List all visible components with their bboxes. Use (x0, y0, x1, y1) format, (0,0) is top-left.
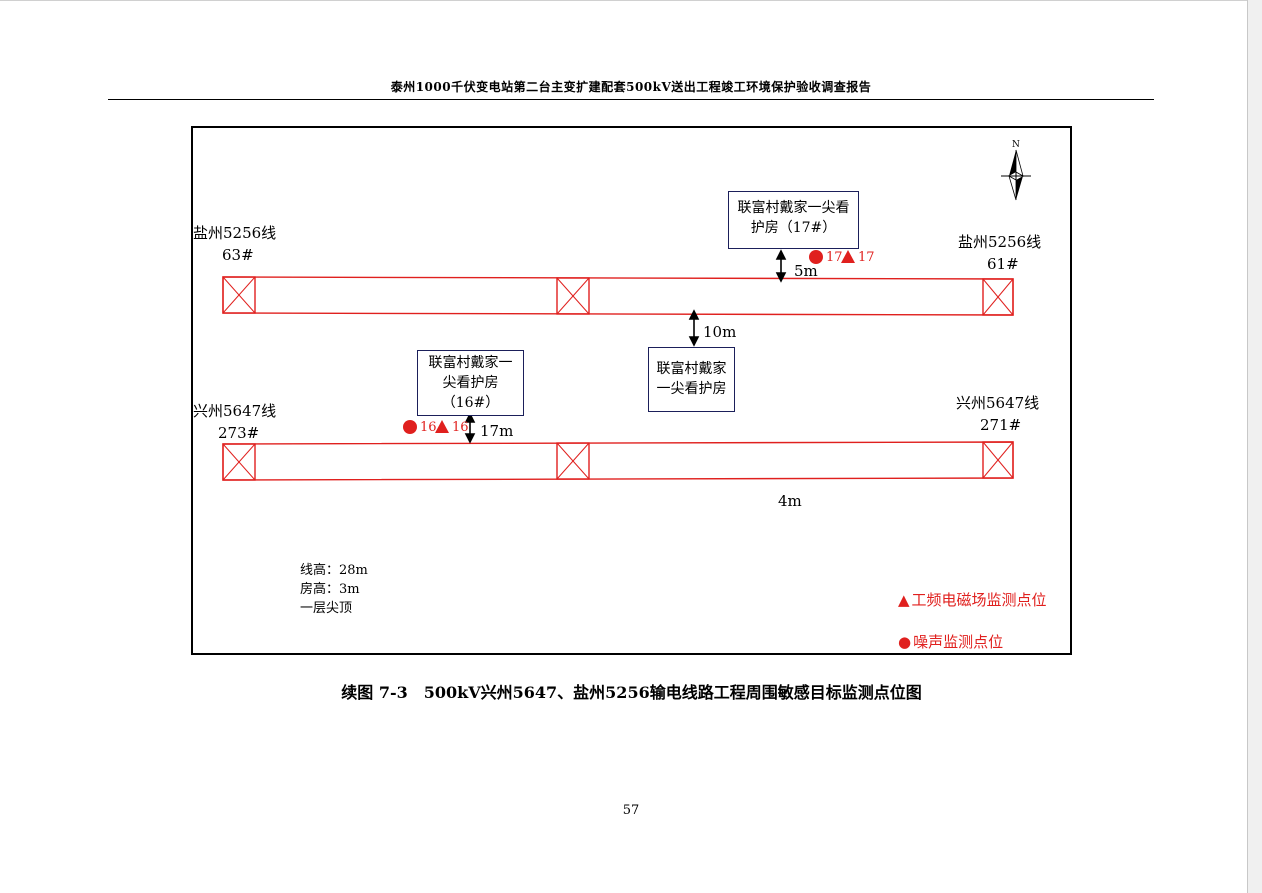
em-point-16-number: 16 (452, 420, 469, 435)
noise-point-16-marker (403, 420, 417, 434)
house-16-label-line3: （16#） (441, 395, 500, 411)
house-17-box: 联富村戴家一尖看 护房（17#） (728, 191, 859, 249)
upper-left-tower-number: 63# (222, 246, 254, 264)
tower-mid-lower-symbol (556, 442, 590, 480)
arrow-17m (464, 412, 476, 444)
lower-left-line-name: 兴州5647线 (193, 402, 277, 420)
house-17-label-line2: 护房（17#） (750, 220, 837, 236)
upper-left-line-name: 盐州5256线 (193, 224, 277, 242)
arrow-10m (688, 309, 700, 347)
legend-em-label: 工频电磁场监测点位 (911, 591, 1047, 609)
legend-noise-label: 噪声监测点位 (913, 633, 1004, 651)
upper-line-corridor (222, 276, 1014, 316)
house-16-label-line2: 尖看护房 (442, 375, 499, 391)
house-mid-label-line2: 一尖看护房 (656, 381, 727, 397)
tower-mid-upper-symbol (556, 277, 590, 315)
north-label: N (1012, 140, 1020, 150)
legend-em-point: ▲工频电磁场监测点位 (898, 589, 1047, 610)
distance-5m-label: 5m (794, 262, 818, 280)
lower-line-corridor (222, 441, 1014, 481)
scrollbar[interactable] (1247, 0, 1262, 893)
note-line-height: 线高：28m (300, 563, 368, 578)
distance-17m-label: 17m (480, 422, 514, 440)
report-header-title: 泰州1000千伏变电站第二台主变扩建配套500kV送出工程竣工环境保护验收调查报… (390, 80, 872, 94)
note-house-height: 房高：3m (300, 582, 360, 597)
tower-273-symbol (222, 443, 256, 481)
house-17-label-line1: 联富村戴家一尖看 (737, 200, 850, 216)
north-arrow-icon (1001, 149, 1031, 201)
noise-point-17-number: 17 (826, 250, 843, 265)
height-notes: 线高：28m 房高：3m 一层尖顶 (300, 561, 368, 618)
distance-4m-label: 4m (778, 492, 802, 510)
page-number: 57 (622, 803, 640, 818)
map-drawing (222, 149, 1031, 481)
distance-10m-label: 10m (703, 323, 737, 341)
lower-right-tower-number: 271# (980, 416, 1022, 434)
em-point-17-marker (841, 250, 855, 263)
upper-right-line-name: 盐州5256线 (958, 233, 1042, 251)
lower-right-line-name: 兴州5647线 (956, 394, 1040, 412)
tower-63-symbol (222, 276, 256, 314)
top-border (0, 0, 1248, 1)
house-mid-label-line1: 联富村戴家 (656, 361, 727, 377)
tower-61-symbol (982, 278, 1014, 316)
house-16-box: 联富村戴家一 尖看护房 （16#） (417, 350, 524, 416)
monitoring-map-figure: N 盐州5256线 63# 盐州5256线 61# 兴州5647线 273# 兴… (191, 126, 1072, 655)
tower-271-symbol (982, 441, 1014, 479)
figure-caption: 续图 7-3 500kV兴州5647、盐州5256输电线路工程周围敏感目标监测点… (341, 683, 922, 702)
header-divider (108, 99, 1154, 100)
em-point-16-marker (435, 420, 449, 433)
arrow-5m (775, 249, 787, 283)
house-mid-box: 联富村戴家 一尖看护房 (648, 347, 735, 412)
house-16-label-line1: 联富村戴家一 (428, 355, 513, 371)
upper-right-tower-number: 61# (987, 255, 1019, 273)
triangle-icon: ▲ (898, 591, 910, 609)
em-point-17-number: 17 (858, 250, 875, 265)
noise-point-17-marker (809, 250, 823, 264)
note-roof-type: 一层尖顶 (300, 601, 353, 616)
noise-point-16-number: 16 (420, 420, 437, 435)
lower-left-tower-number: 273# (218, 424, 260, 442)
legend-noise-point: ●噪声监测点位 (898, 631, 1003, 652)
circle-icon: ● (898, 633, 912, 651)
